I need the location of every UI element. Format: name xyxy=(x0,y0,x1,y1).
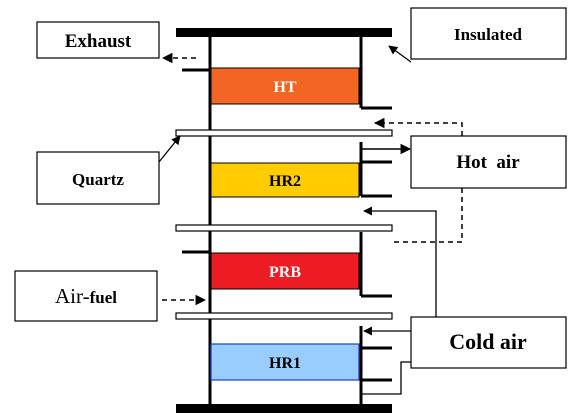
zone-hr1: HR1 xyxy=(210,343,360,381)
zone-ht: HT xyxy=(210,67,360,105)
quartz-label: Quartz xyxy=(72,170,124,189)
zone-ht-block xyxy=(210,67,360,105)
zone-hr1-label: HR1 xyxy=(269,355,301,372)
insulated-label: Insulated xyxy=(454,25,523,44)
right-wall xyxy=(359,37,392,404)
cold-air-label: Cold air xyxy=(449,329,527,354)
quartz-plate-3 xyxy=(175,312,393,320)
zone-prb: PRB xyxy=(210,252,360,290)
bottom-plate xyxy=(176,404,392,413)
air-fuel-label: Air-fuel xyxy=(55,284,117,308)
hot-air-label-box: Hot air xyxy=(410,135,567,189)
leader-lines xyxy=(158,45,412,163)
top-plate xyxy=(176,28,392,37)
zone-ht-label: HT xyxy=(273,79,296,96)
zone-prb-block xyxy=(210,252,360,290)
air-fuel-label-suffix: fuel xyxy=(90,288,118,307)
hot-air-recirculation xyxy=(373,117,463,243)
quartz-label-box: Quartz xyxy=(36,151,160,205)
zone-hr2: HR2 xyxy=(210,162,360,198)
exhaust-label-box: Exhaust xyxy=(36,21,160,59)
quartz-plate-2 xyxy=(175,224,393,232)
insulated-label-box: Insulated xyxy=(410,7,567,60)
exhaust-label: Exhaust xyxy=(65,31,132,52)
zone-hr1-block xyxy=(210,343,360,381)
hot-air-label: Hot air xyxy=(456,152,520,173)
air-fuel-label-box: Air-fuel xyxy=(14,270,158,322)
left-ledges xyxy=(182,68,210,254)
air-fuel-label-prefix: Air- xyxy=(55,284,90,308)
cold-air-label-box: Cold air xyxy=(410,316,567,369)
zone-hr2-label: HR2 xyxy=(269,173,301,190)
zone-hr2-block xyxy=(210,162,360,198)
cold-air-supply xyxy=(362,206,437,395)
quartz-plate-1 xyxy=(175,129,393,137)
zone-prb-label: PRB xyxy=(269,264,301,281)
